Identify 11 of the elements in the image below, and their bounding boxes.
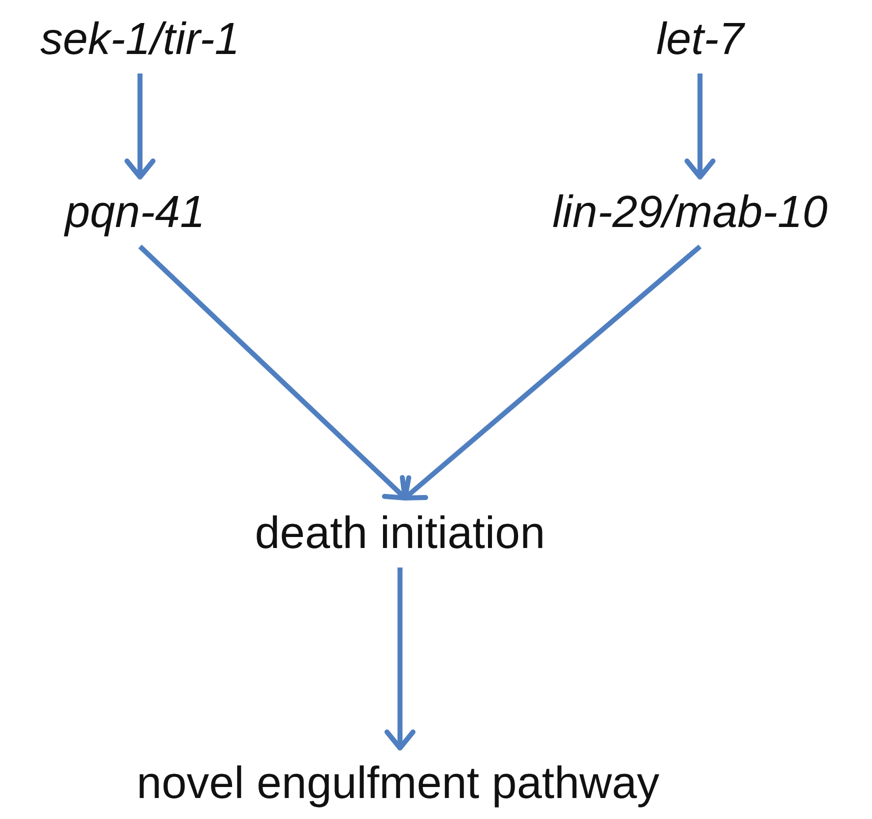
process-label: novel engulfment pathway xyxy=(136,758,660,808)
arrow xyxy=(384,568,416,750)
process-label: death initiation xyxy=(254,508,546,558)
arrow xyxy=(138,244,408,500)
gene-label: pqn-41 xyxy=(64,187,206,236)
arrow xyxy=(684,74,716,180)
gene-label: sek-1/tir-1 xyxy=(40,14,240,64)
arrow xyxy=(402,244,702,500)
gene-label: let-7 xyxy=(656,14,744,64)
arrow xyxy=(124,74,156,180)
gene-label: lin-29/mab-10 xyxy=(552,187,828,236)
